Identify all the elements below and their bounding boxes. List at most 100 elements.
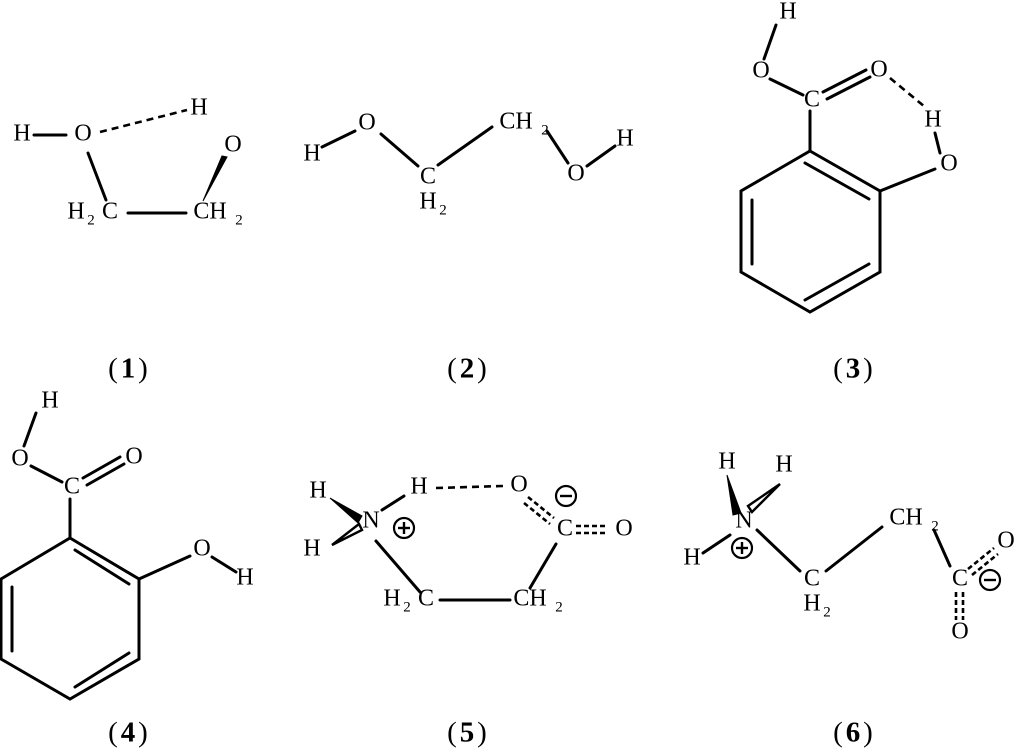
- caption-number: 1: [121, 353, 136, 385]
- bond: [86, 151, 108, 202]
- molecule-3: H O C O H O: [739, 0, 958, 314]
- atom-label: O: [997, 528, 1014, 554]
- bond: [436, 125, 494, 167]
- caption-5: ( 5 ): [447, 717, 487, 749]
- svg-text:): ): [477, 353, 487, 385]
- bond: [22, 411, 38, 448]
- atom-label: CH: [193, 199, 226, 225]
- atom-subscript: 2: [931, 518, 939, 534]
- atom-label: H: [924, 107, 941, 133]
- atom-label: CH: [889, 505, 922, 531]
- bond: [585, 144, 617, 168]
- wedge-bond: [726, 474, 742, 516]
- svg-text:): ): [863, 353, 873, 385]
- ring-double-bond: [73, 651, 131, 689]
- atom-label: C: [64, 474, 80, 500]
- svg-text:(: (: [108, 717, 118, 749]
- atom-label: H: [309, 478, 326, 504]
- svg-text:): ): [477, 717, 487, 749]
- atom-label: O: [752, 58, 769, 84]
- atom-label: H: [13, 121, 30, 147]
- atom-label: O: [224, 132, 241, 158]
- bond: [825, 75, 872, 101]
- bond: [380, 494, 406, 512]
- atom-label: O: [615, 516, 632, 542]
- bond: [523, 501, 551, 526]
- bond: [545, 129, 570, 165]
- bond: [878, 167, 937, 193]
- caption-number: 4: [121, 717, 136, 749]
- atom-label: CH: [499, 109, 532, 135]
- atom-subscript: 2: [403, 599, 411, 615]
- atom-label: H: [303, 536, 320, 562]
- svg-text:(: (: [447, 717, 457, 749]
- atom-label: C: [952, 566, 968, 592]
- atom-label: H: [383, 586, 400, 612]
- bond: [755, 528, 802, 573]
- caption-3: ( 3 ): [833, 353, 873, 385]
- molecule-2: H O C H 2 CH 2 O H: [303, 109, 633, 219]
- atom-subscript: 2: [541, 122, 549, 138]
- negative-charge: [554, 484, 578, 508]
- atom-label: C: [102, 199, 118, 225]
- positive-charge: [730, 536, 754, 560]
- bond: [81, 455, 122, 480]
- bond: [824, 525, 884, 573]
- atom-label: O: [74, 121, 91, 147]
- atom-label: H: [41, 388, 58, 414]
- atom-label: H: [236, 565, 253, 591]
- hydrogen-bond: [99, 108, 188, 134]
- atom-label: H: [803, 591, 820, 617]
- hydrogen-bond: [889, 76, 926, 109]
- atom-label: H: [67, 199, 84, 225]
- atom-label: O: [951, 619, 968, 645]
- wedge-bond: [202, 155, 228, 202]
- bond: [85, 462, 126, 487]
- atom-subscript: 2: [87, 212, 95, 228]
- caption-1: ( 1 ): [108, 353, 148, 385]
- svg-text:(: (: [833, 717, 843, 749]
- hash-wedge-bond: [746, 483, 781, 514]
- atom-label: H: [419, 189, 436, 215]
- positive-charge: [392, 516, 416, 540]
- atom-label: O: [125, 444, 142, 470]
- svg-text:): ): [863, 717, 873, 749]
- bond: [374, 539, 422, 594]
- bond: [932, 528, 952, 568]
- ring-double-bond: [803, 161, 871, 201]
- bond: [762, 23, 778, 61]
- atom-subscript: 2: [235, 212, 243, 228]
- molecule-6: H H N H C H 2 CH 2 C O O: [683, 449, 1014, 645]
- bond: [528, 542, 558, 590]
- bond: [137, 554, 192, 581]
- atom-subscript: 2: [823, 604, 831, 620]
- molecule-5: H H N H O C O H 2 C CH 2: [303, 472, 632, 616]
- molecule-1: H O H O H 2 C CH 2: [13, 95, 242, 229]
- svg-text:(: (: [108, 353, 118, 385]
- svg-text:): ): [138, 353, 148, 385]
- bond: [29, 464, 64, 484]
- atom-label: O: [358, 110, 375, 136]
- hydrogen-bond: [435, 484, 504, 490]
- atom-subscript: 2: [439, 202, 447, 218]
- atom-label: O: [510, 472, 527, 498]
- bond: [701, 533, 732, 555]
- bond: [967, 546, 995, 571]
- atom-label: C: [557, 516, 573, 542]
- atom-label: H: [410, 474, 427, 500]
- caption-2: ( 2 ): [447, 353, 487, 385]
- hash-wedge-bond: [331, 522, 364, 547]
- caption-number: 6: [846, 717, 861, 749]
- atom-label: O: [870, 57, 887, 83]
- atom-label: C: [420, 164, 436, 190]
- bond: [527, 495, 555, 520]
- caption-number: 5: [460, 717, 475, 749]
- bond: [971, 552, 999, 577]
- negative-charge: [978, 568, 1002, 592]
- bond: [210, 555, 238, 574]
- atom-label: H: [718, 449, 735, 475]
- atom-label: O: [567, 161, 584, 187]
- atom-label: N: [362, 508, 379, 534]
- atom-label: C: [804, 566, 820, 592]
- atom-label: O: [11, 446, 28, 472]
